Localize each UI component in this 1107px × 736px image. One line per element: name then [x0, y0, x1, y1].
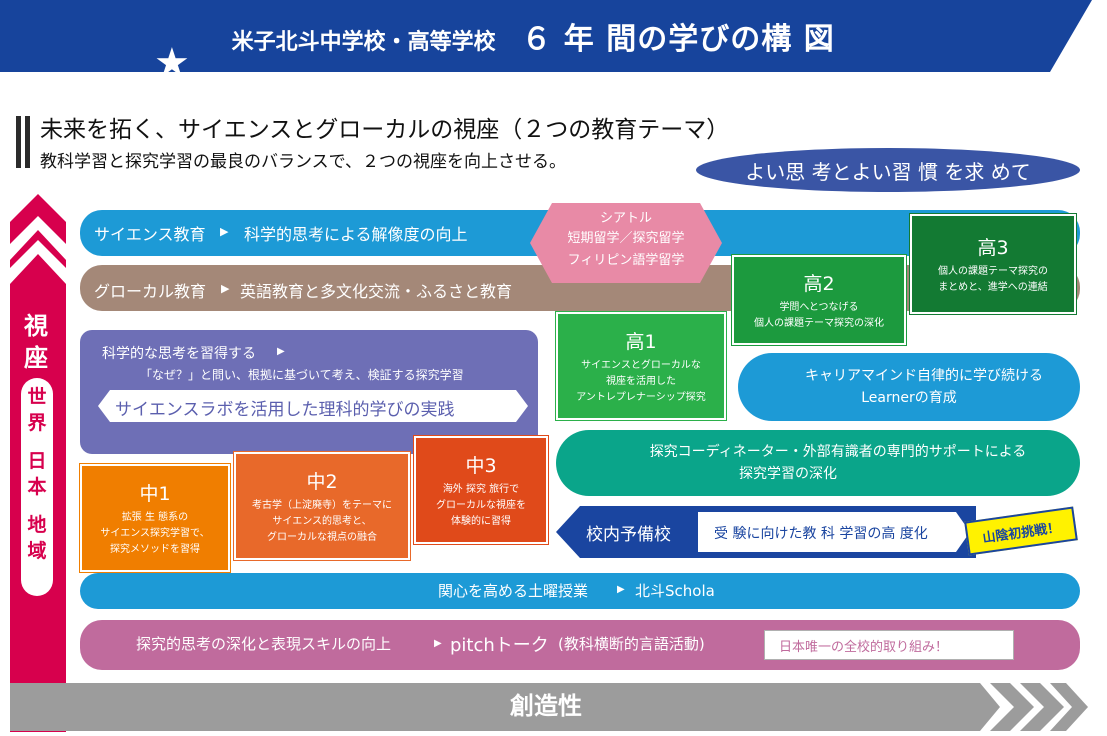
- pitch-badge-text: 日本唯一の全校的取り組み！: [779, 640, 949, 655]
- school-name: 米子北斗中学校・高等学校: [231, 30, 496, 55]
- seattle-text: シアトル 短期留学／探究留学 フィリピン語学留学: [530, 209, 722, 271]
- axis-level-2: 界: [27, 412, 47, 434]
- creativity-label: 創造性: [510, 692, 582, 720]
- science-label: サイエンス教育: [94, 225, 206, 244]
- header-title-group: ★ 米子北斗中学校・高等学校 ６ 年 間の学びの構 図: [154, 22, 835, 86]
- axis-level-6: 域: [27, 540, 47, 562]
- grade-c2-box: 中2 考古学（上淀廃寺）をテーマに サイエンス的思考と、 グローカルな視点の融合: [234, 452, 410, 560]
- pitch-text: 探究的思考の深化と表現スキルの向上: [136, 635, 392, 653]
- yobiko-shape: [556, 506, 976, 558]
- coordinator-line-1: 探究コーディネーター・外部有識者の専門的サポートによる: [649, 444, 1027, 460]
- grade-k1-box: 高1 サイエンスとグローカルな 視座を活用した アントレプレナーシップ探究: [556, 312, 726, 420]
- axis-title-2: 座: [24, 344, 48, 372]
- grade-k3-box: 高3 個人の課題テーマ探究の まとめと、進学への連結: [910, 214, 1076, 314]
- subtitle-bar-right: [25, 116, 30, 168]
- axis-levels-pill: [21, 378, 53, 596]
- pitch-badge: 日本唯一の全校的取り組み！: [764, 630, 1014, 660]
- motto-ellipse: よい思 考とよい習 慣 を求 めて: [696, 148, 1080, 192]
- grade-k1-title: 高1: [625, 330, 657, 353]
- pitch-note: (教科横断的言語活動): [558, 635, 705, 653]
- yobiko-badge-text: 山陰初挑戦！: [981, 520, 1061, 546]
- glocal-text: 英語教育と多文化交流・ふるさと教育: [240, 282, 513, 301]
- motto-text: よい思 考とよい習 慣 を求 めて: [745, 159, 1031, 184]
- saturday-band: 関心を高める土曜授業 ▶ 北斗Schola: [80, 573, 1080, 609]
- subtitle-bar-left: [16, 116, 21, 168]
- page-title: ６ 年 間の学びの構 図: [521, 22, 835, 57]
- lab-heading: 科学的な思考を習得する: [102, 346, 256, 362]
- play-icon: ▶: [220, 225, 229, 238]
- axis-level-4: 本: [27, 476, 47, 498]
- axis-level-1: 世: [27, 386, 47, 408]
- grade-c3-line: 体験的に習得: [451, 515, 511, 527]
- grade-c1-line: 探究メソッドを習得: [110, 543, 200, 555]
- coordinator-pill: 探究コーディネーター・外部有識者の専門的サポートによる 探究学習の深化: [556, 430, 1080, 496]
- grade-k3-line: 個人の課題テーマ探究の: [938, 265, 1048, 277]
- axis-levels: 世 界 日 本 地 域: [21, 384, 53, 564]
- axis-level-5: 地: [27, 514, 47, 536]
- header-banner: [0, 0, 1092, 72]
- pitch-band: 探究的思考の深化と表現スキルの向上 ▶ pitchトーク (教科横断的言語活動)…: [80, 620, 1080, 670]
- saturday-name: 北斗Schola: [635, 582, 715, 600]
- seattle-line-2: 短期留学／探究留学: [567, 231, 685, 246]
- grade-c2-line: グローカルな視点の融合: [267, 531, 377, 543]
- grade-k1-line: 視座を活用した: [606, 375, 676, 387]
- grade-c1-line: サイエンス探究学習で、: [100, 527, 210, 539]
- axis-level-3: 日: [27, 450, 47, 472]
- grade-c2-title: 中2: [306, 470, 338, 493]
- grade-k2-line: 個人の課題テーマ探究の深化: [754, 317, 884, 329]
- subtitle-sub: 教科学習と探究学習の最良のバランスで、２つの視座を向上させる。: [40, 152, 566, 172]
- seattle-line-1: シアトル: [599, 211, 652, 226]
- career-line-1: キャリアマインド自律的に学び続ける: [805, 368, 1043, 384]
- grade-c1-title: 中1: [139, 482, 171, 505]
- axis-title-1: 視: [24, 312, 48, 340]
- grade-c3-line: 海外 探究 旅行で: [442, 483, 520, 495]
- play-icon: ▶: [434, 638, 442, 649]
- subtitle-main: 未来を拓く、サイエンスとグローカルの視座（２つの教育テーマ）: [40, 117, 730, 143]
- grade-c3-line: グローカルな視座を: [436, 499, 526, 511]
- lab-desc: 「なぜ？」と問い、根拠に基づいて考え、検証する探究学習: [140, 368, 464, 382]
- grade-k2-box: 高2 学問へとつなげる 個人の課題テーマ探究の深化: [732, 255, 906, 345]
- grade-k1-line: サイエンスとグローカルな: [581, 359, 701, 371]
- grade-k3-line: まとめと、進学への連結: [938, 281, 1048, 293]
- grade-c2-line: 考古学（上淀廃寺）をテーマに: [252, 499, 392, 511]
- career-line-2: Learnerの育成: [861, 390, 957, 406]
- grade-c3-title: 中3: [465, 454, 497, 477]
- pitch-name: pitchトーク: [450, 635, 549, 656]
- career-pill: キャリアマインド自律的に学び続ける Learnerの育成: [738, 353, 1080, 421]
- play-icon: ▶: [617, 584, 625, 595]
- play-icon: ▶: [221, 282, 230, 295]
- yobiko-text: 受 験に向けた教 科 学習の高 度化: [714, 526, 928, 542]
- lab-banner-shape: [98, 390, 528, 422]
- creativity-arrow: [10, 683, 1088, 731]
- grade-c1-line: 拡張 生 態系の: [121, 511, 189, 523]
- play-icon: ▶: [277, 346, 285, 357]
- grade-k1-line: アントレプレナーシップ探究: [576, 391, 706, 403]
- coordinator-line-2: 探究学習の深化: [739, 466, 837, 482]
- grade-k2-line: 学問へとつなげる: [779, 301, 859, 313]
- grade-c1-box: 中1 拡張 生 態系の サイエンス探究学習で、 探究メソッドを習得: [80, 464, 230, 572]
- science-text: 科学的思考による解像度の向上: [244, 225, 468, 244]
- yobiko-badge: 山陰初挑戦！: [964, 506, 1078, 556]
- glocal-label: グローカル教育: [94, 282, 207, 301]
- seattle-line-3: フィリピン語学留学: [567, 253, 685, 268]
- yobiko-label: 校内予備校: [586, 525, 671, 545]
- grade-c3-box: 中3 海外 探究 旅行で グローカルな視座を 体験的に習得: [414, 436, 548, 544]
- grade-c2-line: サイエンス的思考と、: [272, 515, 372, 527]
- seattle-hexagon: [530, 203, 722, 283]
- grade-k3-title: 高3: [977, 236, 1009, 259]
- lab-banner-text: サイエンスラボを活用した理科的学びの実践: [115, 400, 455, 420]
- saturday-text: 関心を高める土曜授業: [438, 582, 589, 600]
- grade-k2-title: 高2: [803, 272, 835, 295]
